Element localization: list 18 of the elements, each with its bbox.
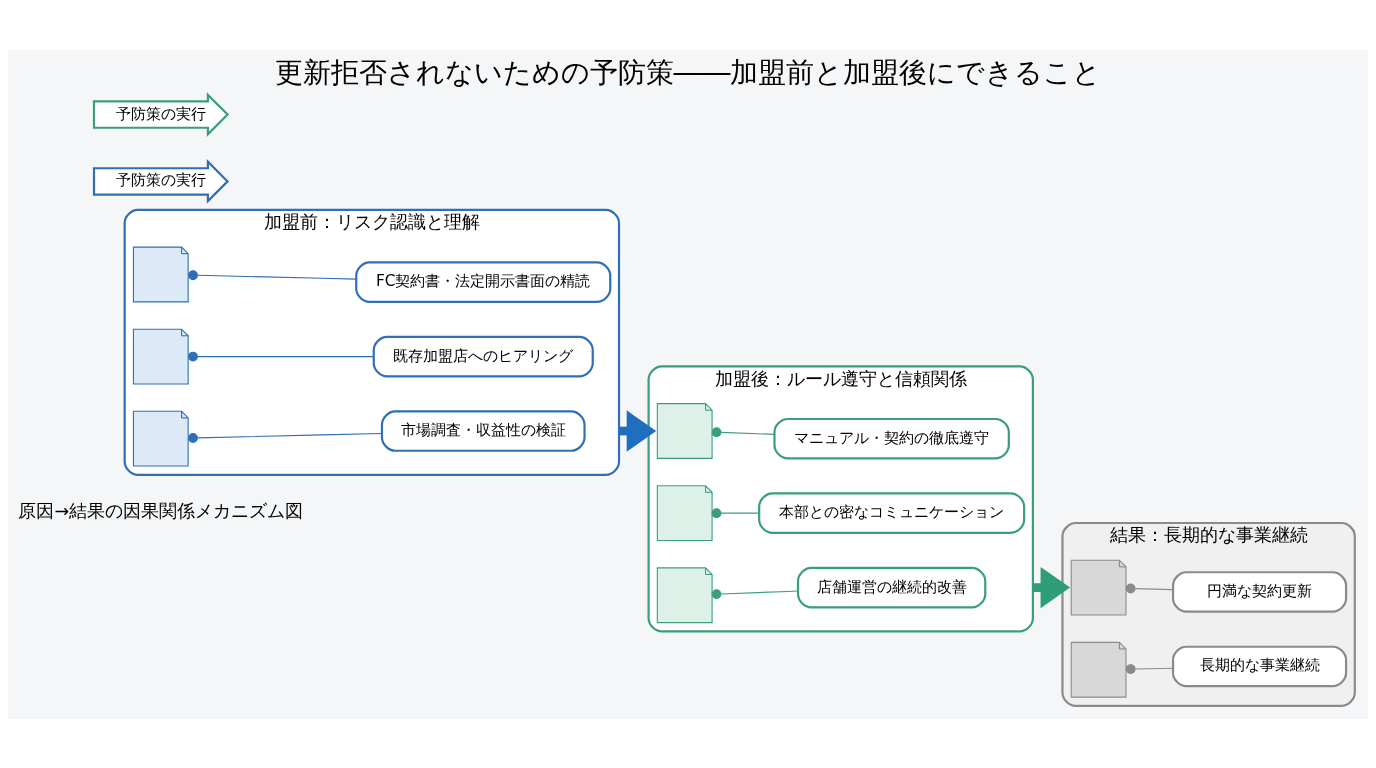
node-box: 市場調査・収益性の検証 [380,409,586,452]
connector [188,351,375,361]
connector [711,588,799,599]
connector [711,507,760,518]
node-box: 既存加盟店へのヒアリング [372,335,594,377]
connector [188,269,357,280]
node-box: マニュアル・契約の徹底遵守 [773,417,1010,459]
node-box: FC契約書・法定開示書面の精読 [355,260,612,303]
node-box: 店舗運営の継続的改善 [796,566,987,608]
node-box: 円満な契約更新 [1171,570,1348,613]
connector [1125,583,1174,593]
connector [188,432,383,443]
node-box: 本部との密なコミュニケーション [758,491,1026,534]
diagram-title: 更新拒否されないための予防策――加盟前と加盟後にできること [274,55,1102,89]
connector [1125,663,1174,674]
label: 原因→結果の因果関係メカニズム図 [18,500,304,521]
node-box: 長期的な事業継続 [1171,645,1348,687]
connector [711,426,775,437]
